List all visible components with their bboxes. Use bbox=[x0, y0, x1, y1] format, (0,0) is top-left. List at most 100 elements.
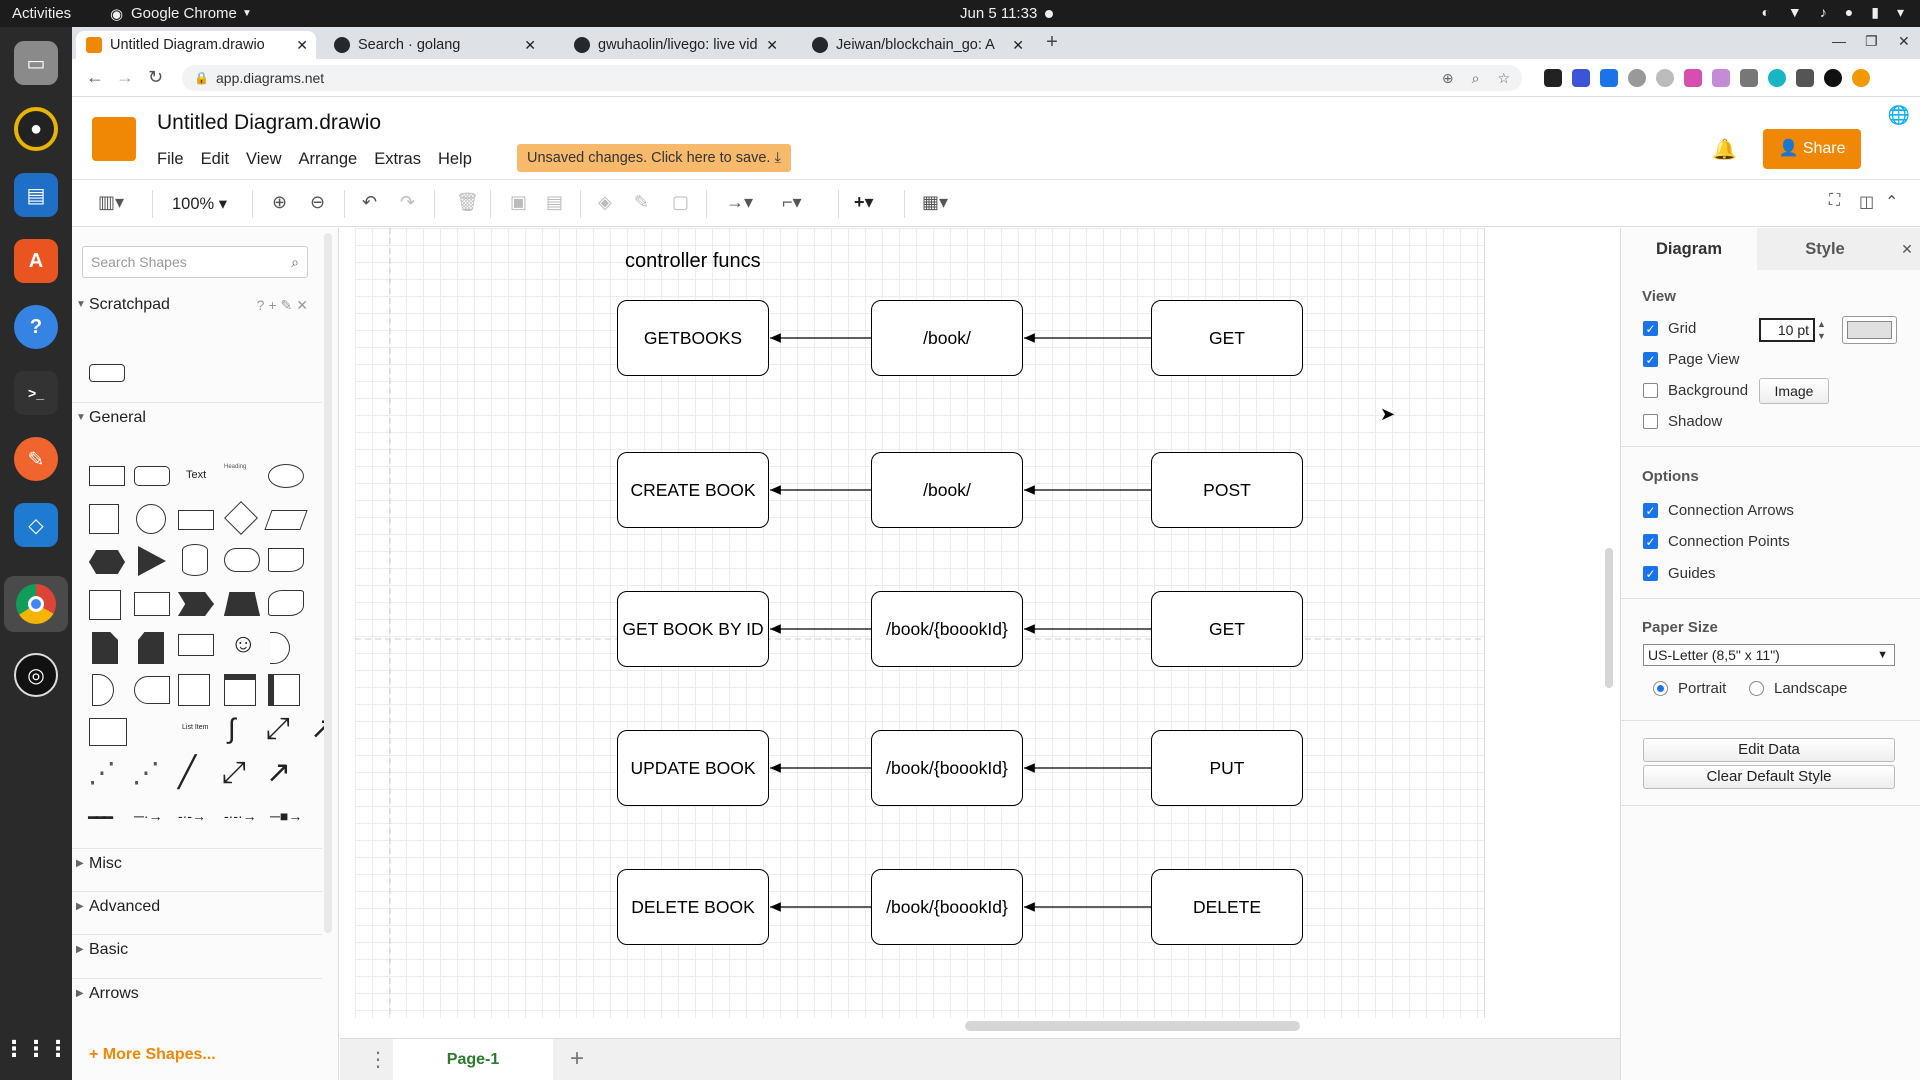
bookmark-star-icon[interactable]: ☆ bbox=[1497, 70, 1510, 86]
background-image-button[interactable]: Image bbox=[1759, 378, 1829, 404]
connector-3-label-shape[interactable]: -·-·→ bbox=[224, 808, 257, 824]
shadow-checkbox[interactable] bbox=[1643, 414, 1658, 429]
vscode-app-icon[interactable]: ◇ bbox=[14, 503, 58, 547]
grid-checkbox[interactable]: ✓ bbox=[1643, 321, 1658, 336]
diagram-title[interactable]: controller funcs bbox=[625, 250, 761, 272]
vertical-container-shape[interactable] bbox=[268, 674, 300, 706]
node-route[interactable]: /book/ bbox=[871, 452, 1023, 528]
trapezoid-shape[interactable] bbox=[224, 592, 260, 616]
to-back-icon[interactable]: ▤ bbox=[546, 192, 564, 212]
landscape-radio[interactable] bbox=[1749, 681, 1764, 696]
obs-app-icon[interactable]: ◎ bbox=[14, 653, 58, 697]
or-shape[interactable] bbox=[270, 632, 290, 664]
back-icon[interactable]: ← bbox=[86, 67, 104, 87]
card-shape[interactable] bbox=[138, 632, 164, 664]
close-tab-icon[interactable]: ✕ bbox=[524, 37, 536, 53]
process-shape[interactable] bbox=[178, 510, 214, 530]
menu-file[interactable]: File bbox=[157, 150, 184, 168]
chrome-app-icon-active[interactable] bbox=[4, 576, 68, 632]
rhythmbox-app-icon[interactable]: ● bbox=[14, 107, 58, 151]
page-view-checkbox[interactable]: ✓ bbox=[1643, 352, 1658, 367]
system-clock[interactable]: Jun 5 11:33 bbox=[960, 5, 1054, 22]
pages-menu-icon[interactable]: ⋮ bbox=[368, 1049, 388, 1071]
text-shape[interactable]: Text bbox=[186, 469, 207, 481]
tab-livego[interactable]: gwuhaolin/livego: live vid ✕ bbox=[564, 31, 786, 59]
waypoints-icon[interactable]: ⌐▾ bbox=[782, 192, 802, 212]
minimize-window-icon[interactable]: — bbox=[1832, 33, 1846, 49]
document-shape[interactable] bbox=[268, 548, 304, 572]
shadow-icon[interactable]: ▢ bbox=[672, 192, 690, 212]
battery-icon[interactable]: ▮ bbox=[1871, 4, 1879, 20]
parallelogram-shape[interactable] bbox=[264, 510, 308, 530]
restore-window-icon[interactable]: ❐ bbox=[1865, 33, 1878, 49]
landscape-row[interactable]: Landscape bbox=[1749, 680, 1847, 697]
tab-blockchain-go[interactable]: Jeiwan/blockchain_go: A ✕ bbox=[802, 31, 1032, 59]
update-menu-icon[interactable] bbox=[1852, 69, 1870, 87]
table-insert-icon[interactable]: ▦▾ bbox=[922, 192, 949, 212]
show-apps-grid-icon[interactable]: ⋮⋮⋮ bbox=[3, 1036, 69, 1061]
diamond-shape[interactable] bbox=[224, 501, 258, 535]
clear-default-style-button[interactable]: Clear Default Style bbox=[1643, 765, 1895, 789]
connector-label-shape[interactable]: ─·→ bbox=[134, 808, 163, 824]
undo-icon[interactable]: ↶ bbox=[362, 192, 378, 212]
node-method[interactable]: GET bbox=[1151, 591, 1303, 667]
search-icon[interactable]: ⌕ bbox=[291, 254, 299, 270]
grid-size-stepper-icon[interactable]: ▲▼ bbox=[1817, 319, 1826, 341]
callout-shape[interactable] bbox=[178, 634, 214, 656]
guides-checkbox[interactable]: ✓ bbox=[1643, 566, 1658, 581]
collapse-toolbar-icon[interactable]: ⌃ bbox=[1885, 194, 1899, 211]
lock-icon[interactable]: 🔒 bbox=[194, 71, 209, 85]
scratchpad-section-header[interactable]: ▼ Scratchpad ?+✎✕ bbox=[72, 290, 322, 320]
tab-drawio[interactable]: Untitled Diagram.drawio ✕ bbox=[76, 31, 316, 59]
new-tab-button[interactable]: + bbox=[1046, 31, 1058, 53]
shadow-row[interactable]: Shadow bbox=[1643, 413, 1722, 430]
misc-section-header[interactable]: ▶ Misc bbox=[72, 848, 322, 878]
rounded-rectangle-shape[interactable] bbox=[134, 466, 170, 486]
extensions-puzzle-icon[interactable] bbox=[1796, 69, 1814, 87]
arrows-section-header[interactable]: ▶ Arrows bbox=[72, 978, 322, 1008]
data-storage-shape[interactable] bbox=[134, 676, 170, 704]
extension-icon[interactable] bbox=[1740, 69, 1758, 87]
fullscreen-icon[interactable]: ⛶ bbox=[1829, 192, 1841, 209]
extension-icon[interactable] bbox=[1628, 69, 1646, 87]
app-menu-label[interactable]: Google Chrome bbox=[131, 5, 237, 22]
format-panel-toggle-icon[interactable]: ◫ bbox=[1859, 194, 1875, 211]
zoom-dropdown[interactable]: 100% ▾ bbox=[172, 195, 228, 213]
language-globe-icon[interactable]: 🌐 bbox=[1887, 105, 1910, 125]
node-route[interactable]: /book/{boookId} bbox=[871, 730, 1023, 806]
connection-points-checkbox[interactable]: ✓ bbox=[1643, 534, 1658, 549]
activities-button[interactable]: Activities bbox=[12, 5, 72, 22]
background-checkbox[interactable] bbox=[1643, 383, 1658, 398]
node-method[interactable]: DELETE bbox=[1151, 869, 1303, 945]
menu-view[interactable]: View bbox=[246, 150, 282, 168]
insert-plus-icon[interactable]: +▾ bbox=[854, 192, 874, 212]
connector-2-label-shape[interactable]: -·-→ bbox=[178, 808, 206, 824]
volume-icon[interactable]: ♪ bbox=[1819, 4, 1827, 20]
dotted-line-shape[interactable]: ⋰ bbox=[132, 757, 160, 788]
grid-row[interactable]: ✓ Grid bbox=[1643, 320, 1696, 337]
delay-shape[interactable] bbox=[92, 674, 114, 706]
unsaved-changes-button[interactable]: Unsaved changes. Click here to save. ⤓ bbox=[517, 144, 791, 172]
connection-points-row[interactable]: ✓ Connection Points bbox=[1643, 533, 1790, 550]
cube-shape[interactable] bbox=[134, 592, 170, 616]
bidirectional-connector-shape[interactable]: ⤢ bbox=[222, 756, 246, 789]
container-shape[interactable] bbox=[178, 674, 210, 706]
advanced-section-header[interactable]: ▶ Advanced bbox=[72, 891, 322, 921]
delete-icon[interactable]: 🗑 bbox=[456, 192, 479, 212]
microphone-icon[interactable]: ● bbox=[1844, 4, 1854, 20]
connection-arrows-row[interactable]: ✓ Connection Arrows bbox=[1643, 502, 1794, 519]
scratchpad-tools[interactable]: ?+✎✕ bbox=[256, 297, 312, 313]
menu-extras[interactable]: Extras bbox=[374, 150, 421, 168]
files-app-icon[interactable]: ▭ bbox=[14, 41, 58, 85]
extension-icon[interactable] bbox=[1544, 69, 1562, 87]
search-shapes-input[interactable]: Search Shapes ⌕ bbox=[82, 246, 308, 278]
extension-icon[interactable] bbox=[1712, 69, 1730, 87]
software-center-icon[interactable]: A bbox=[14, 239, 58, 283]
writer-app-icon[interactable]: ▤ bbox=[14, 173, 58, 217]
menu-arrange[interactable]: Arrange bbox=[298, 150, 358, 168]
guides-row[interactable]: ✓ Guides bbox=[1643, 565, 1716, 582]
install-app-icon[interactable]: ⊕ bbox=[1441, 70, 1454, 86]
node-route[interactable]: /book/ bbox=[871, 300, 1023, 376]
